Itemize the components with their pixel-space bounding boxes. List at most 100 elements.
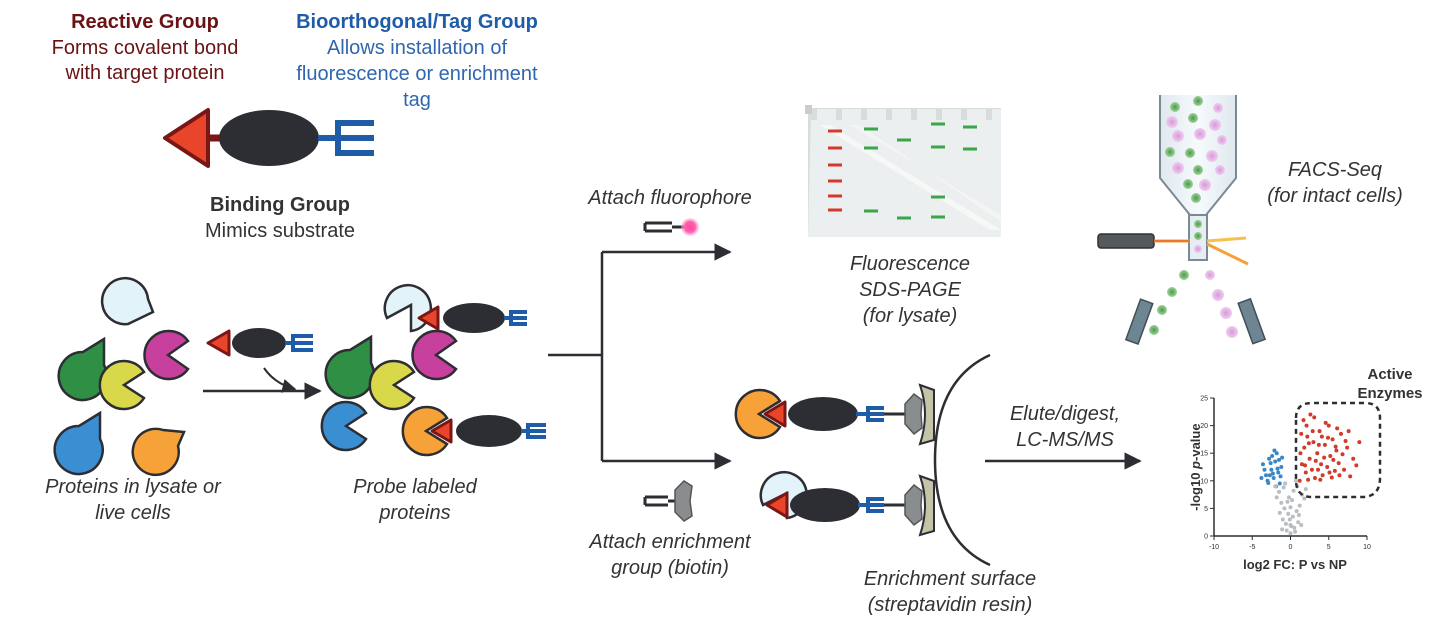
ylabel-prefix: -log10 [1187, 468, 1203, 511]
probe-schematic [163, 108, 374, 168]
volcano-point [1333, 444, 1338, 449]
volcano-point [1351, 456, 1356, 461]
attach-fluorophore-label: Attach fluorophore [588, 187, 752, 209]
volcano-point [1325, 435, 1330, 440]
volcano-point [1286, 495, 1291, 500]
volcano-point [1316, 467, 1321, 472]
volcano-point [1320, 473, 1325, 478]
volcano-point [1315, 451, 1320, 456]
volcano-point [1322, 442, 1327, 447]
lysate-label-1: Proteins in lysate or [45, 476, 221, 498]
tag-desc-1: Allows installation of [326, 37, 508, 59]
volcano-xlabel: log2 FC: P vs NP [1243, 557, 1347, 572]
y-tick-label: 15 [1200, 451, 1208, 458]
labeled-label-1: Probe labeled [353, 476, 477, 498]
volcano-point [1312, 415, 1317, 420]
labeled-proteins [320, 284, 458, 457]
volcano-point [1260, 462, 1265, 467]
volcano-point [1287, 517, 1292, 522]
protein-icon [98, 359, 146, 411]
x-tick-label: 10 [1363, 544, 1371, 551]
volcano-point [1277, 489, 1282, 494]
volcano-point [1343, 439, 1348, 444]
volcano-point [1296, 520, 1301, 525]
volcano-point [1301, 418, 1306, 423]
ylabel-p: p [1187, 460, 1203, 469]
lysate-proteins [53, 276, 190, 477]
volcano-point [1346, 429, 1351, 434]
y-tick-label: 20 [1200, 423, 1208, 430]
volcano-point [1277, 457, 1282, 462]
y-tick-label: 25 [1200, 396, 1208, 403]
volcano-point [1306, 477, 1311, 482]
volcano-point [1299, 462, 1304, 467]
protein-icon [320, 400, 368, 452]
volcano-point [1268, 461, 1273, 466]
volcano-point [1299, 522, 1304, 527]
sds-page-gel [805, 105, 1001, 237]
volcano-point [1294, 509, 1299, 514]
volcano-point [1290, 514, 1295, 519]
volcano-point [1274, 495, 1279, 500]
binding-title: Binding Group [210, 194, 350, 216]
volcano-point [1313, 458, 1318, 463]
volcano-point [1267, 456, 1272, 461]
volcano-point [1297, 478, 1302, 483]
volcano-point [1325, 465, 1330, 469]
y-tick-label: 5 [1204, 506, 1208, 513]
volcano-point [1340, 452, 1345, 457]
volcano-point [1262, 467, 1267, 472]
volcano-point [1289, 524, 1294, 529]
volcano-point [1274, 451, 1279, 456]
volcano-point [1281, 485, 1286, 490]
volcano-point [1338, 431, 1343, 436]
surface-label-1: Enrichment surface [863, 568, 1037, 590]
protein-icon [368, 359, 416, 411]
deflection-plate-icon [1237, 297, 1267, 345]
volcano-point [1273, 484, 1278, 489]
volcano-point [1345, 445, 1350, 450]
volcano-point [1316, 442, 1321, 447]
facs-sorter [1097, 95, 1267, 346]
protein-icon [53, 410, 104, 476]
volcano-point [1293, 478, 1298, 483]
biotin-icon [643, 480, 693, 522]
facs-label-2: (for intact cells) [1267, 185, 1403, 207]
volcano-point [1334, 448, 1339, 453]
volcano-point [1277, 481, 1282, 486]
volcano-point [1323, 420, 1328, 425]
volcano-point [1354, 463, 1359, 468]
volcano-point [1298, 451, 1303, 456]
volcano-point [1279, 465, 1284, 469]
lysate-label-2: live cells [95, 502, 171, 524]
volcano-point [1286, 511, 1291, 516]
reactive-title: Reactive Group [71, 11, 219, 33]
reactive-desc-2: with target protein [65, 62, 225, 84]
volcano-point [1302, 445, 1307, 450]
protein-icon [100, 276, 155, 326]
volcano-point [1319, 462, 1324, 467]
volcano-point [1312, 476, 1317, 481]
volcano-point [1280, 455, 1285, 460]
volcano-point [1317, 429, 1322, 434]
tag-group-icon [318, 120, 374, 156]
x-tick-label: -5 [1249, 544, 1255, 551]
branch-connector [548, 243, 732, 470]
x-tick-label: 0 [1289, 544, 1293, 551]
volcano-point [1306, 441, 1311, 446]
tag-desc-2: fluorescence or enrichment [296, 63, 538, 85]
volcano-point [1335, 426, 1340, 431]
protein-icon [383, 284, 433, 333]
volcano-point [1271, 476, 1276, 481]
volcano-point [1282, 506, 1287, 511]
sds-label-3: (for lysate) [862, 305, 958, 327]
ylabel-suffix: -value [1187, 423, 1203, 461]
volcano-point [1319, 434, 1324, 439]
volcano-point [1311, 440, 1316, 445]
volcano-point [1264, 473, 1269, 478]
protein-icon [411, 329, 458, 381]
active-label-1: Active [1367, 366, 1413, 383]
